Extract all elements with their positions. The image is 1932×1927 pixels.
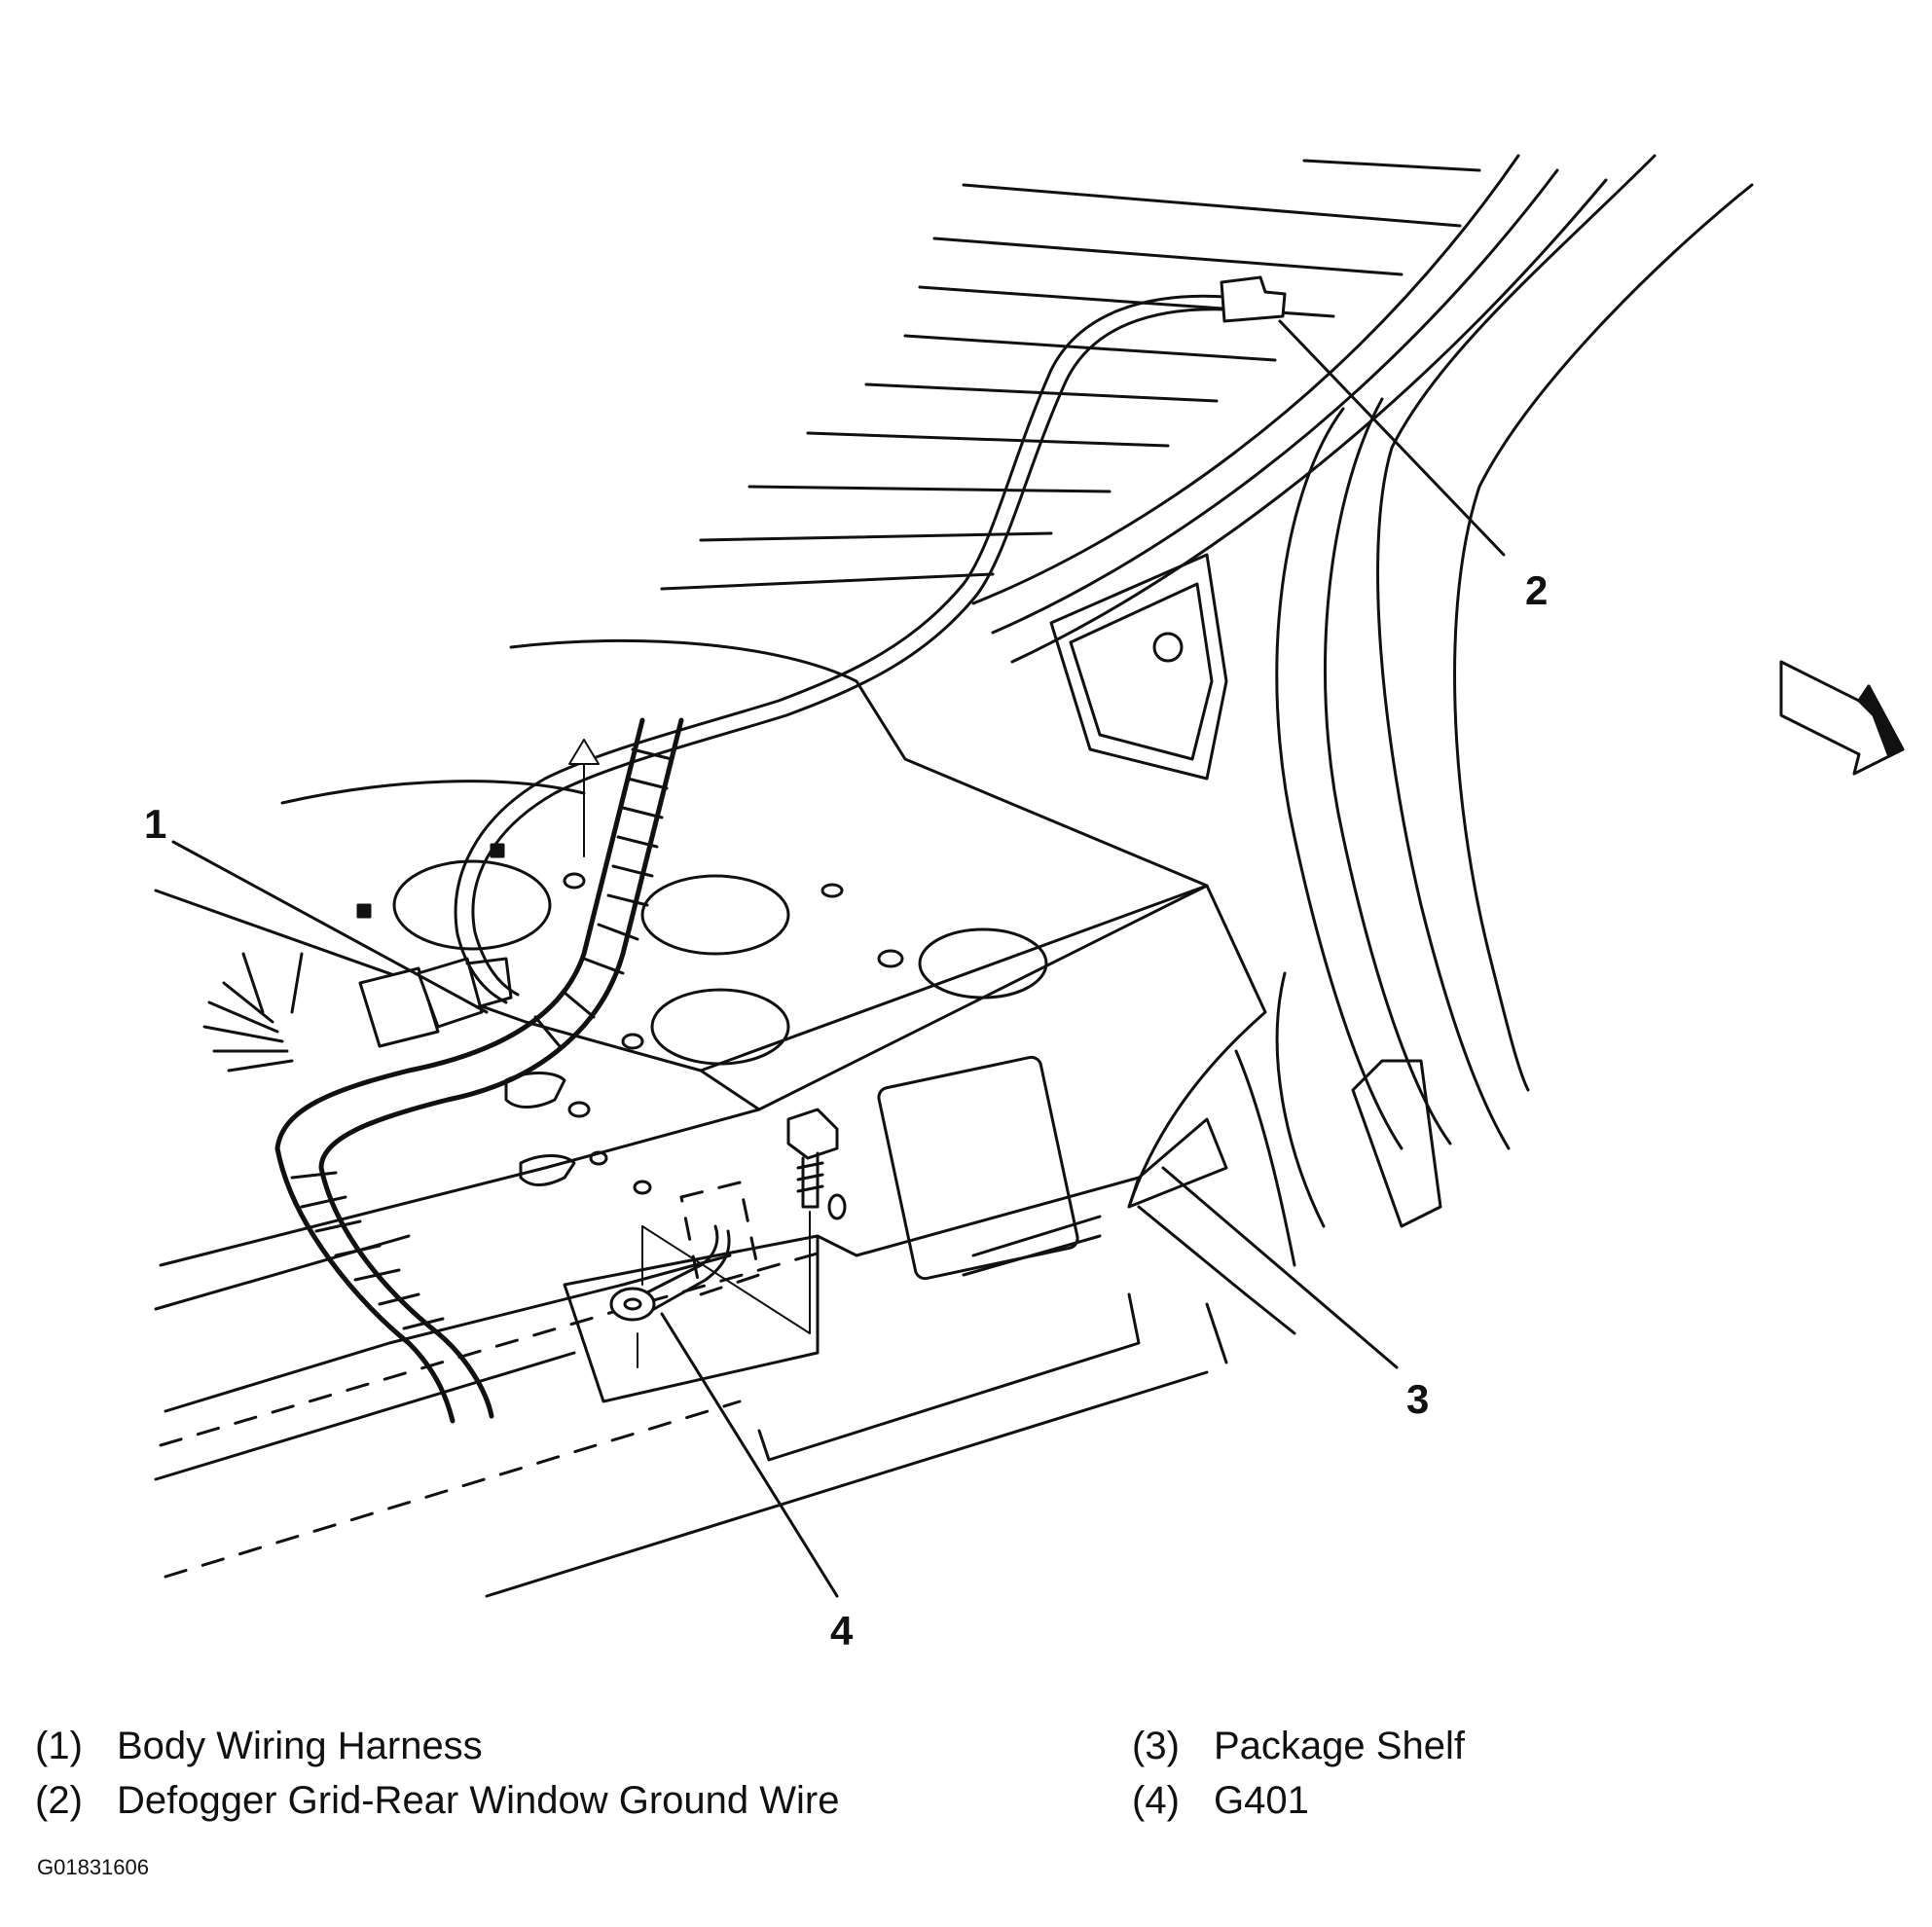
body-pillar (971, 154, 1754, 1150)
legend-item-4: (4) G401 (1132, 1781, 1309, 1820)
legend-item-3: (3) Package Shelf (1132, 1727, 1465, 1765)
wiring-diagram (154, 154, 1905, 1598)
callout-3: 3 (1406, 1376, 1430, 1422)
callout-1: 1 (144, 801, 167, 847)
hinge-bracket (1049, 553, 1228, 781)
legend-label: G401 (1214, 1779, 1309, 1822)
body-wiring-harness (202, 717, 684, 1424)
legend-label: Package Shelf (1214, 1725, 1465, 1767)
package-shelf (154, 638, 1442, 1598)
figure-id: G01831606 (37, 1855, 149, 1879)
legend-item-1: (1) Body Wiring Harness (35, 1727, 483, 1765)
callout-2: 2 (1525, 567, 1549, 613)
legend-item-2: (2) Defogger Grid-Rear Window Ground Wire (35, 1781, 839, 1820)
legend-label: Body Wiring Harness (117, 1725, 483, 1767)
shelf-holes (356, 843, 1079, 1281)
leader-lines (171, 319, 1506, 1598)
defogger-ground-wire (454, 275, 1287, 1004)
legend-number: (1) (35, 1725, 83, 1767)
legend-number: (2) (35, 1779, 83, 1822)
legend-number: (3) (1132, 1725, 1180, 1767)
legend-label: Defogger Grid-Rear Window Ground Wire (117, 1779, 840, 1822)
legend-number: (4) (1132, 1779, 1180, 1822)
arrow-right-down-icon (1779, 660, 1905, 776)
ring-terminal-icon (568, 739, 811, 1368)
callout-4: 4 (830, 1608, 854, 1654)
bolt-icon (786, 1108, 839, 1334)
